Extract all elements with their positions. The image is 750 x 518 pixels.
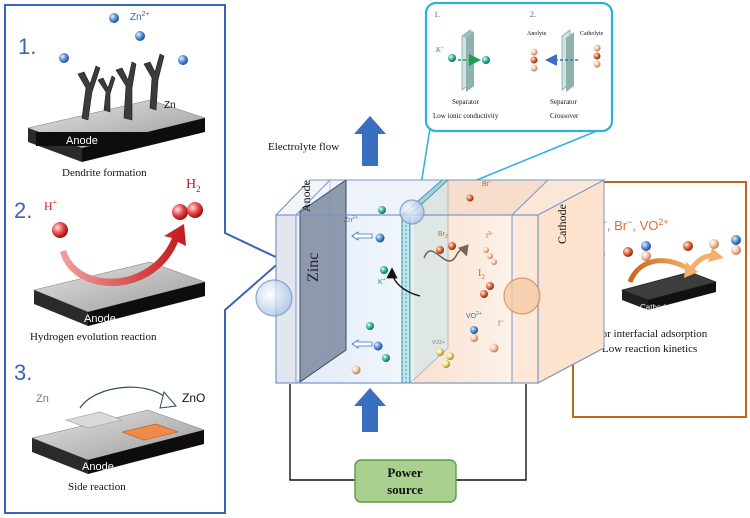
vo-ion-cell-label: VO [466,313,477,320]
separator-1-label: Separator [452,98,479,106]
cathode-cell-label: Cathode [555,204,569,244]
cathode-plate-label: Cathode [640,303,671,312]
step-2-number: 2. [14,198,32,223]
power-source-box: Power source [354,459,457,503]
vo2-faint-label: VO2+ [432,340,445,346]
svg-text:Br−: Br− [482,179,492,188]
right-caption-1: Poor interfacial adsorption [590,328,708,340]
anode-cell-label: Anode [299,180,313,212]
zn-left-label: Zn [36,393,49,405]
flow-cell: Zinc Anode Cathode Zn2+ K+ Br [255,179,606,384]
top-callout-panel: 1. 2. K+ Separator Low ionic conductivit… [417,1,614,205]
zn-ion-cell-label: Zn [344,217,352,224]
power-source-line2: source [387,482,423,497]
vo2-label: VO [640,218,659,233]
svg-text:I2: I2 [478,268,485,281]
svg-text:K+: K+ [436,46,444,54]
zno-label: ZnO [182,391,205,405]
k-ion-cell-label: K [378,279,383,286]
anode-label-3: Anode [82,461,114,473]
step-3-number: 3. [14,360,32,385]
anolyte-label: Anolyte [527,31,547,37]
svg-text:I−: I− [498,319,504,328]
flow-arrow-in [354,388,386,432]
step-1-number: 1. [18,34,36,59]
side-reaction-caption: Side reaction [68,481,126,493]
zinc-label: Zinc [305,253,322,282]
electrolyte-flow-label: Electrolyte flow [268,141,339,153]
br2-cell-label: Br [438,231,446,238]
h-ion-label: H [44,199,53,213]
circuit-wire [289,384,527,481]
i3-cell-label: I [486,233,488,240]
svg-text:K+: K+ [378,277,386,286]
her-caption: Hydrogen evolution reaction [30,331,157,343]
br-ion-cell-label: Br [482,181,490,188]
svg-text:Zn2+: Zn2+ [130,11,150,23]
top-caption-2: Crossover [550,112,579,120]
top-caption-1: Low ionic conductivity [433,112,499,120]
h2-label: H [186,177,196,192]
top-item-1-number: 1. [434,10,440,19]
svg-text:Br2: Br2 [438,231,448,240]
dendrite-illustration: 1. Zn2+ Anode Zn Dendrite formation [18,11,206,179]
svg-text:I−, Br−, VO2+: I−, Br−, VO2+ [598,217,669,233]
k-ion-top-label: K [436,46,441,54]
top-item-2-number: 2. [530,10,536,19]
svg-text:I3−: I3− [486,231,494,240]
side-reaction-illustration: 3. Zn ZnO Anode Side reaction [14,360,205,493]
power-source-line1: Power [387,465,423,480]
flow-arrow-out [354,116,386,166]
svg-text:VO2+: VO2+ [466,311,482,320]
svg-text:H+: H+ [44,198,58,213]
catholyte-label: Catholyte [580,31,604,37]
her-illustration: 2. H+ H2 Anode Hydrogen evolution reacti… [14,177,206,343]
svg-text:H2: H2 [186,177,201,194]
br-minus-label: Br [614,218,628,233]
zn-ion-label: Zn [130,12,142,23]
zn-metal-label: Zn [164,100,176,111]
anode-label-1: Anode [66,135,98,147]
right-caption-2: Low reaction kinetics [602,343,697,355]
svg-text:Zn2+: Zn2+ [344,215,358,224]
anode-label-2: Anode [84,313,116,325]
dendrite-caption: Dendrite formation [62,167,147,179]
i2-cell-label: I [478,268,481,279]
i-ion-cell-label: I [498,319,500,328]
separator-2-label: Separator [550,98,577,106]
